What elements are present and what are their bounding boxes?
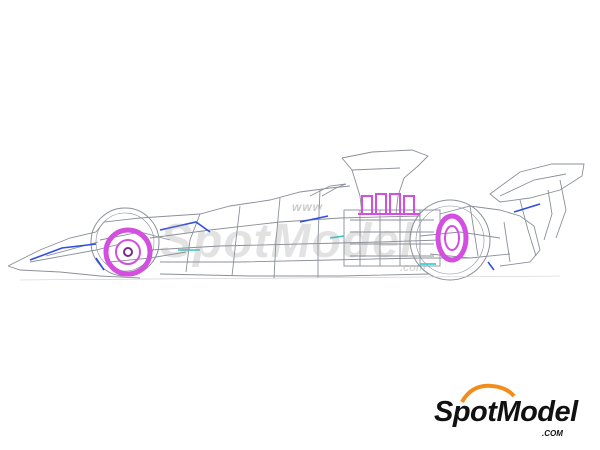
rear-wheel	[409, 199, 491, 281]
logo-suffix: Model	[496, 396, 578, 428]
nose-outline	[7, 185, 351, 267]
spotmodel-logo: SpotModel .COM	[420, 378, 600, 450]
logo-domain: .COM	[542, 429, 563, 438]
watermark-domain: .com	[400, 262, 426, 274]
rear-wing-outline	[489, 163, 585, 203]
suspension-accents	[29, 203, 541, 271]
watermark-url: www	[292, 200, 324, 214]
engine-intakes	[358, 193, 420, 215]
logo-wordmark: SpotModel	[434, 396, 578, 429]
watermark-brand: SpotModel	[160, 215, 415, 268]
front-wheel	[90, 207, 160, 277]
logo-swoosh-icon	[460, 383, 516, 404]
logo-prefix: Spot	[434, 396, 497, 428]
